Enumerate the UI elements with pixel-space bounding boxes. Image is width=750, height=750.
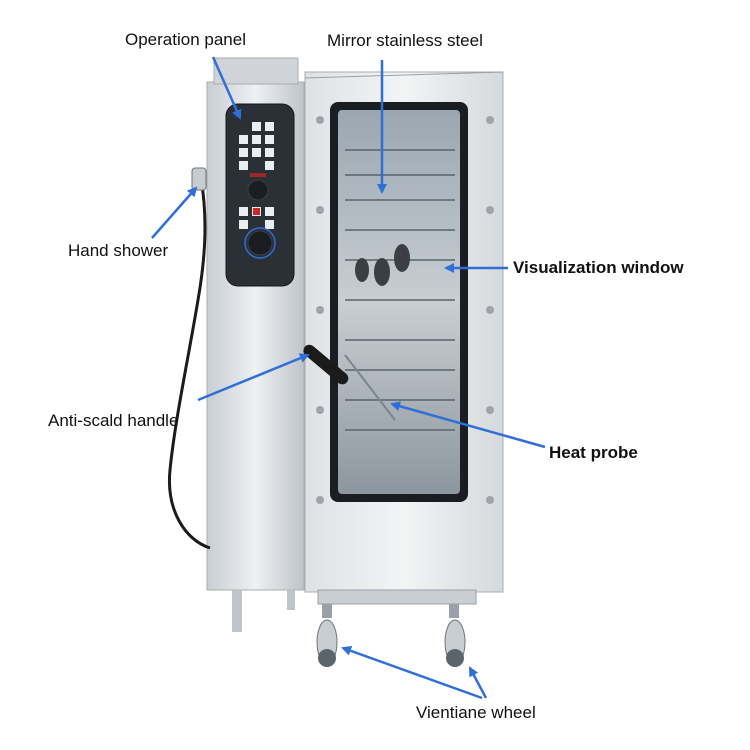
hand-shower-head: [191, 167, 207, 191]
tower-leg: [287, 590, 295, 610]
door-bolts: [316, 116, 494, 504]
label-operation-panel: Operation panel: [125, 30, 246, 49]
panel-knob-upper: [247, 179, 269, 201]
visualization-window-glass: [338, 110, 460, 494]
trolley-base: [317, 589, 477, 605]
label-heat-probe: Heat probe: [549, 443, 638, 462]
tower-leg: [232, 590, 242, 632]
heat-probe: [344, 354, 396, 421]
label-mirror-steel: Mirror stainless steel: [327, 31, 483, 50]
arrow-wheel-right: [468, 666, 488, 699]
oven-racks: [345, 149, 455, 431]
label-hand-shower: Hand shower: [68, 241, 169, 260]
label-anti-scald-handle: Anti-scald handle: [48, 411, 179, 430]
arrow-heat-probe: [390, 401, 546, 449]
label-vientiane-wheel: Vientiane wheel: [416, 703, 536, 722]
panel-knob-lower: [247, 230, 273, 256]
arrow-operation-panel: [211, 56, 242, 120]
hand-shower-hose: [167, 177, 211, 550]
anti-scald-handle: [303, 344, 349, 385]
wheel-left: [316, 604, 338, 667]
wheel-right: [444, 604, 466, 667]
label-visualization-window: Visualization window: [513, 258, 684, 277]
arrow-wheel-left: [341, 646, 483, 700]
arrow-anti-scald-handle: [197, 353, 310, 402]
arrow-hand-shower: [151, 186, 198, 239]
callout-arrows: [151, 56, 546, 700]
control-tower-top: [213, 57, 299, 85]
